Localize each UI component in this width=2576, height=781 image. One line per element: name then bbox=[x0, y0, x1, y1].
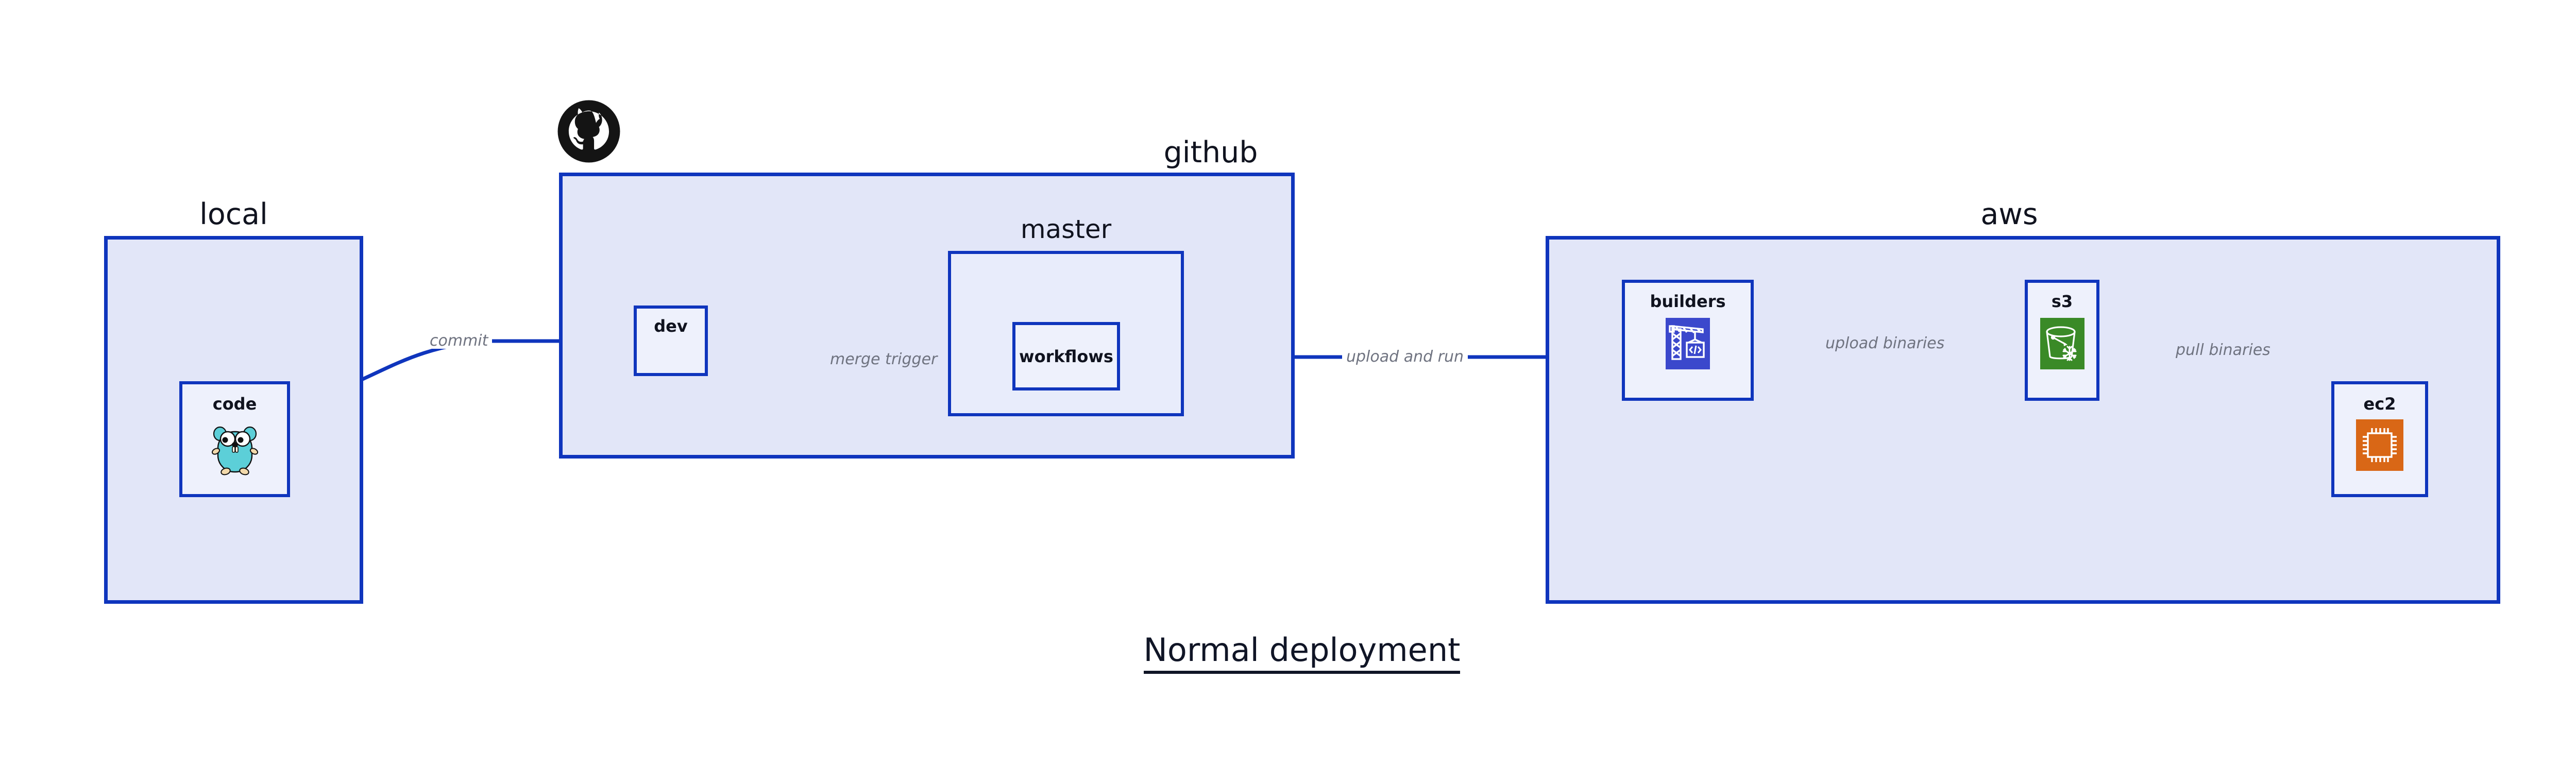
node-code-label: code bbox=[212, 394, 257, 414]
subgroup-master-label: master bbox=[1020, 214, 1112, 244]
edge-label-pull-binaries: pull binaries bbox=[2172, 343, 2275, 358]
node-dev[interactable]: dev bbox=[634, 305, 708, 376]
node-ec2[interactable]: ec2 bbox=[2331, 381, 2428, 497]
node-s3[interactable]: s3 bbox=[2025, 280, 2099, 401]
aws-codebuild-icon bbox=[1666, 318, 1710, 371]
aws-s3-glacier-icon bbox=[2040, 318, 2084, 371]
node-workflows-label: workflows bbox=[1019, 346, 1113, 366]
diagram-title-text: Normal deployment bbox=[1143, 631, 1461, 674]
edge-label-upload-binaries: upload binaries bbox=[1821, 336, 1949, 351]
node-builders[interactable]: builders bbox=[1622, 280, 1754, 401]
group-local-label: local bbox=[199, 197, 268, 231]
node-builders-label: builders bbox=[1650, 292, 1726, 311]
edge-label-upload-and-run: upload and run bbox=[1342, 349, 1468, 365]
node-code[interactable]: code bbox=[179, 381, 290, 497]
go-gopher-icon bbox=[211, 419, 259, 478]
github-octocat-icon bbox=[556, 99, 621, 164]
node-workflows[interactable]: workflows bbox=[1012, 322, 1120, 390]
node-s3-label: s3 bbox=[2051, 292, 2073, 311]
node-dev-label: dev bbox=[654, 316, 688, 336]
edge-label-commit: commit bbox=[426, 333, 493, 349]
group-github-label: github bbox=[1163, 135, 1258, 169]
group-aws-label: aws bbox=[1980, 197, 2038, 231]
aws-ec2-icon bbox=[2356, 419, 2403, 473]
node-ec2-label: ec2 bbox=[2363, 394, 2396, 414]
edge-label-merge-trigger: merge trigger bbox=[826, 352, 942, 367]
diagram-title: Normal deployment bbox=[0, 631, 2576, 674]
